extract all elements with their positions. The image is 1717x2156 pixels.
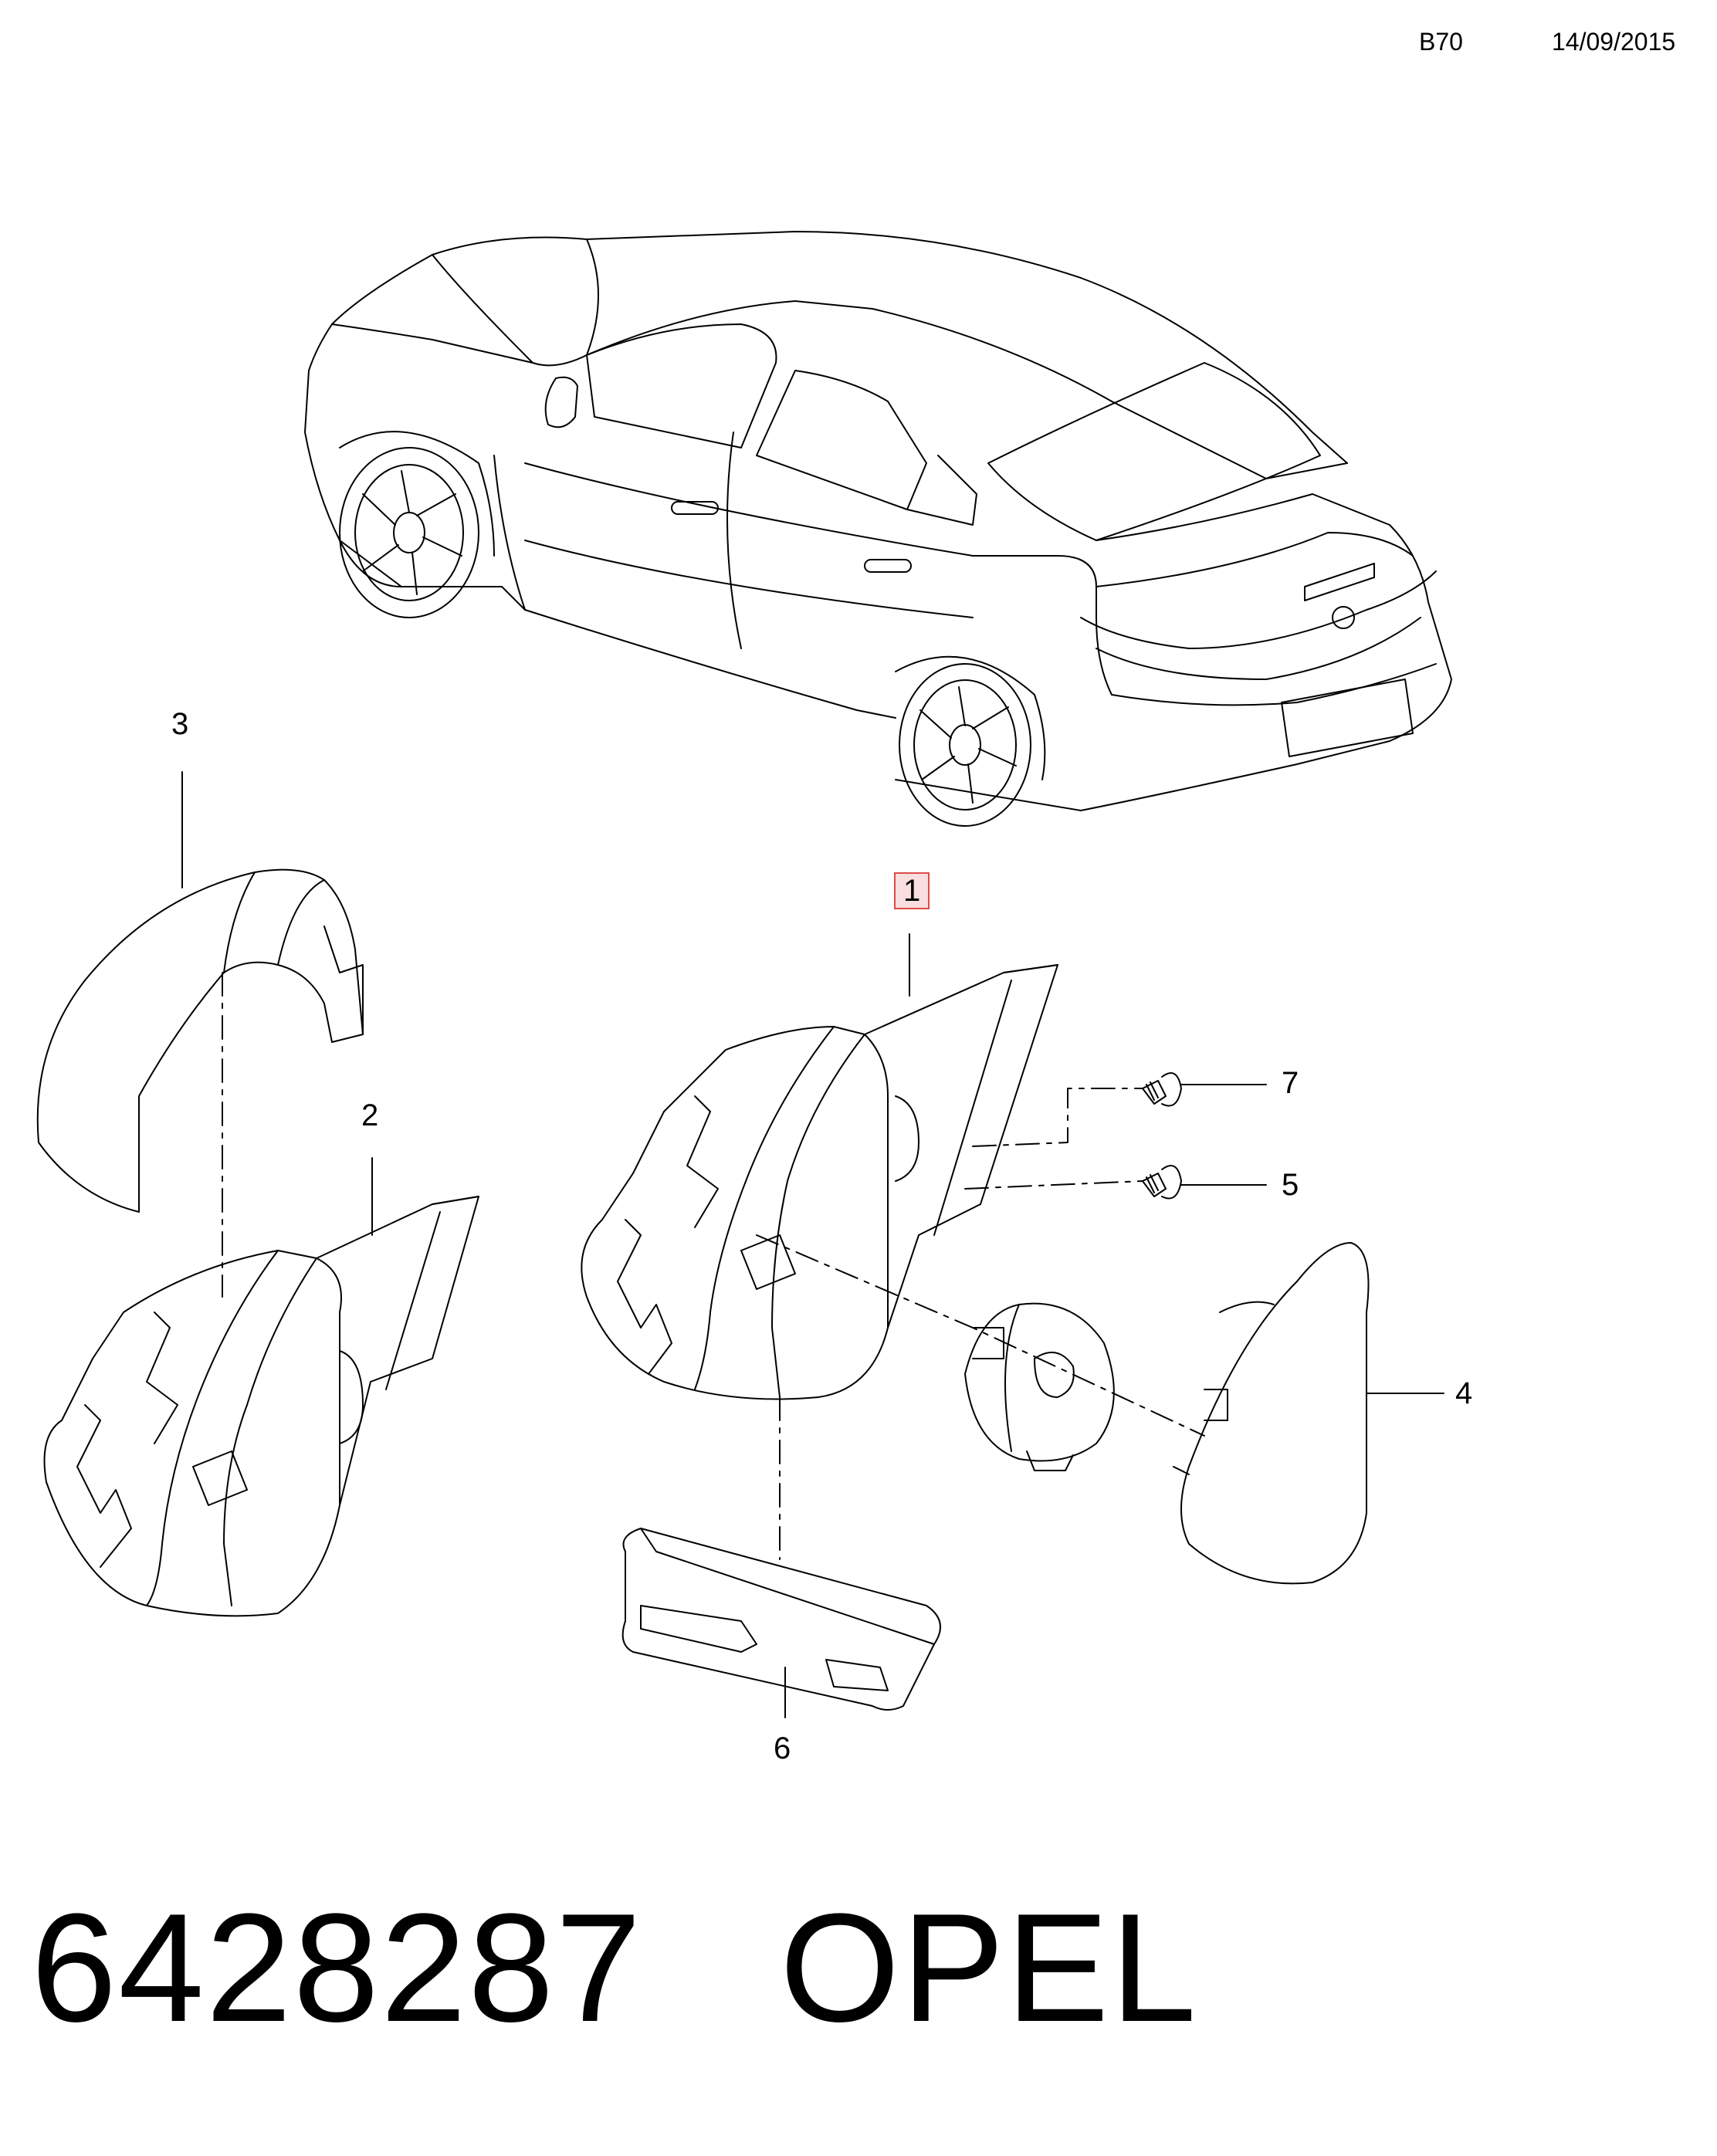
- part-number: 6428287: [31, 1882, 643, 2054]
- part-7-screw: [1142, 1072, 1182, 1107]
- car-rear-window: [756, 370, 927, 510]
- dashed-link-7: [972, 1088, 1143, 1147]
- car-license-plate: [1281, 679, 1414, 757]
- callout-5: 5: [1282, 1168, 1299, 1202]
- callout-1: 1: [894, 872, 930, 909]
- car-front-wheel: [339, 431, 495, 618]
- car-roof: [432, 231, 1348, 464]
- callout-3: 3: [171, 707, 189, 741]
- part-1-mirror-assembly: [581, 964, 1058, 1400]
- callout-6: 6: [774, 1731, 791, 1765]
- part-3-mirror-cover: [36, 868, 364, 1213]
- part-2-mirror-assembly: [43, 1196, 479, 1617]
- car-rear-glass: [987, 362, 1321, 541]
- car-windshield: [586, 300, 873, 356]
- part-5-screw: [1142, 1165, 1182, 1200]
- car-front-hood: [304, 254, 433, 587]
- dashed-link-5: [964, 1180, 1143, 1190]
- diagram-code: B70: [1419, 28, 1463, 56]
- car-side-mirror: [544, 376, 578, 428]
- car-rear-wheel: [895, 655, 1046, 827]
- car-front-window: [586, 323, 777, 448]
- part-6-trim: [621, 1528, 941, 1711]
- callout-2: 2: [361, 1098, 379, 1132]
- brand-name: OPEL: [780, 1882, 1198, 2054]
- part-4-mirror-glass: [1173, 1242, 1370, 1585]
- car-illustration: [304, 231, 1452, 827]
- diagram-date: 14/09/2015: [1552, 28, 1676, 56]
- car-side: [339, 540, 896, 719]
- mirror-actuator: [964, 1302, 1115, 1471]
- callout-7: 7: [1282, 1066, 1299, 1100]
- car-rear: [895, 493, 1452, 811]
- callout-4: 4: [1455, 1376, 1473, 1410]
